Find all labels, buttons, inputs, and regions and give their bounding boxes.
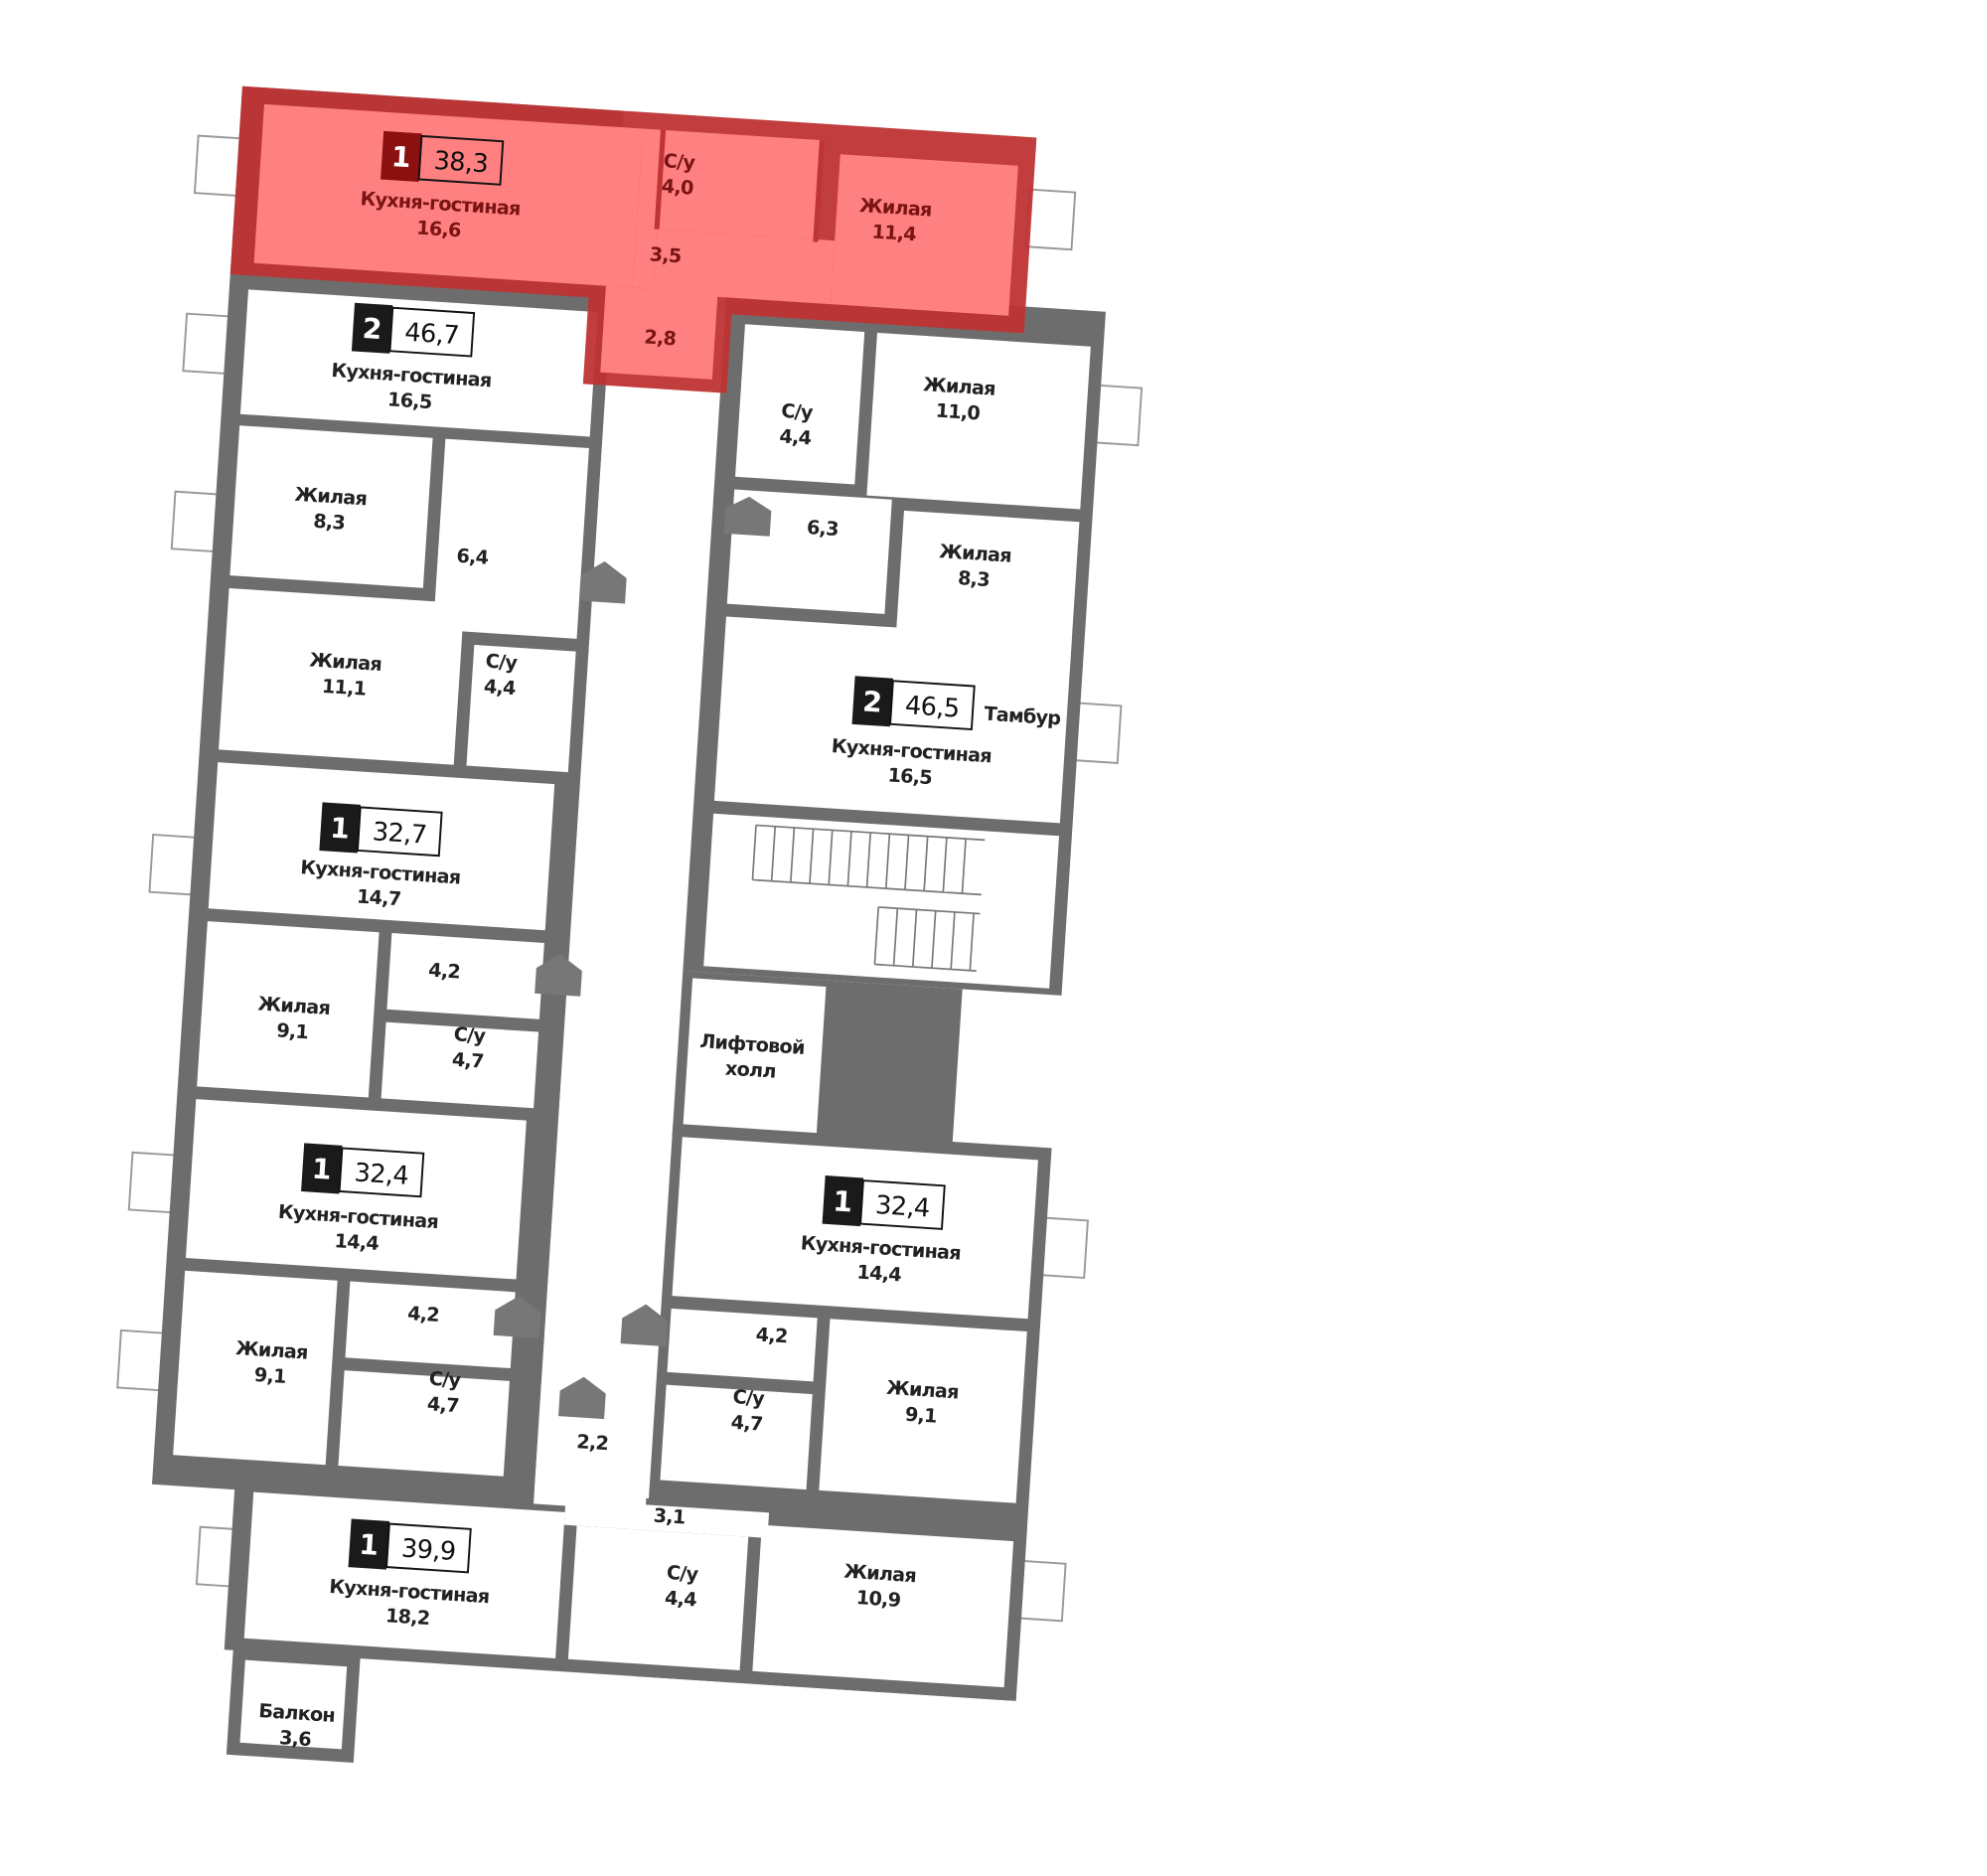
room-area: 11,1	[321, 675, 367, 701]
apartment-area: 38,3	[433, 146, 489, 179]
room-name: С/у	[428, 1367, 462, 1392]
room-area: 4,7	[451, 1048, 484, 1073]
doors	[493, 496, 772, 1420]
room-area: 10,9	[855, 1586, 901, 1612]
room-area: 9,1	[276, 1018, 310, 1043]
room-area: 4,0	[661, 175, 694, 200]
room-label: 6,4	[456, 545, 490, 569]
area-box	[388, 306, 476, 358]
room-label: Тамбур	[984, 703, 1061, 730]
room-count-box	[348, 1518, 390, 1570]
room-count-box	[301, 1143, 343, 1194]
area-box	[385, 1522, 472, 1574]
room-name: С/у	[732, 1385, 766, 1410]
room-label: 3,5	[649, 242, 683, 267]
room-count: 1	[358, 1528, 380, 1562]
room-count-box	[381, 130, 422, 183]
room-name: С/у	[666, 1561, 699, 1586]
room-area: 8,3	[957, 566, 990, 591]
room-area: 4,7	[426, 1392, 459, 1417]
room-name: Жилая	[235, 1336, 309, 1364]
room-label: 2,8	[644, 325, 678, 350]
room-area: 4,4	[664, 1586, 697, 1611]
room-count-box	[822, 1175, 864, 1227]
apartment-area: 32,4	[874, 1190, 930, 1223]
room-name: Жилая	[843, 1560, 917, 1588]
room-name: С/у	[485, 650, 519, 675]
room-name: Жилая	[257, 992, 331, 1019]
apartment-area: 32,7	[372, 817, 427, 850]
room-label: 6,3	[806, 516, 839, 541]
room-name: С/у	[781, 399, 815, 424]
room-name: С/у	[453, 1022, 487, 1047]
room-area: 14,4	[856, 1261, 902, 1287]
room-area: холл	[724, 1057, 776, 1083]
room-area: 11,4	[871, 220, 917, 245]
area-box	[889, 680, 976, 731]
rooms	[173, 289, 1091, 1750]
room-label: 4,2	[407, 1302, 440, 1327]
room-name: Жилая	[923, 373, 996, 400]
room-label: 3,1	[653, 1504, 687, 1529]
area-box	[859, 1179, 946, 1230]
area-box	[338, 1147, 425, 1198]
apartment-area: 46,7	[403, 318, 459, 351]
room-area: 8,3	[313, 510, 346, 535]
room-area: 14,4	[334, 1229, 380, 1255]
room-area: 9,1	[904, 1403, 938, 1428]
room-count: 1	[390, 140, 412, 174]
room-count: 2	[861, 685, 883, 718]
room-area: 18,2	[384, 1604, 430, 1630]
room-label: 2,2	[576, 1430, 609, 1455]
room-name: Жилая	[858, 194, 932, 222]
room-name: Жилая	[309, 648, 382, 676]
room-name: Жилая	[886, 1376, 960, 1404]
room-label: 4,2	[755, 1323, 788, 1347]
room-area: 4,4	[779, 424, 813, 449]
room-count-box	[851, 676, 894, 727]
staircase	[751, 824, 986, 972]
apartment-area: 46,5	[904, 691, 960, 723]
room-count: 1	[832, 1184, 853, 1218]
room-name: С/у	[663, 149, 696, 174]
room-area: 4,4	[483, 675, 517, 700]
room-area: 14,7	[356, 885, 401, 911]
area-box	[417, 134, 505, 186]
apartment-area: 39,9	[400, 1533, 456, 1566]
room-area: 4,7	[730, 1411, 763, 1436]
room-count: 2	[362, 312, 383, 346]
room-name: Жилая	[939, 540, 1012, 567]
room-count: 1	[329, 812, 351, 846]
room-area: 16,5	[386, 388, 432, 413]
area-box	[356, 806, 443, 858]
room-count-box	[319, 802, 361, 854]
room-label: 4,2	[428, 959, 461, 984]
apartment-area: 32,4	[354, 1158, 409, 1190]
room-area: 3,6	[278, 1726, 312, 1751]
room-area: 16,6	[416, 217, 462, 242]
room-name: Жилая	[294, 483, 368, 511]
room-name: Балкон	[258, 1699, 336, 1727]
room-count: 1	[311, 1153, 333, 1186]
room-area: 11,0	[935, 399, 981, 425]
room-count-box	[351, 302, 393, 354]
room-area: 9,1	[253, 1363, 287, 1388]
room-area: 16,5	[887, 763, 933, 789]
